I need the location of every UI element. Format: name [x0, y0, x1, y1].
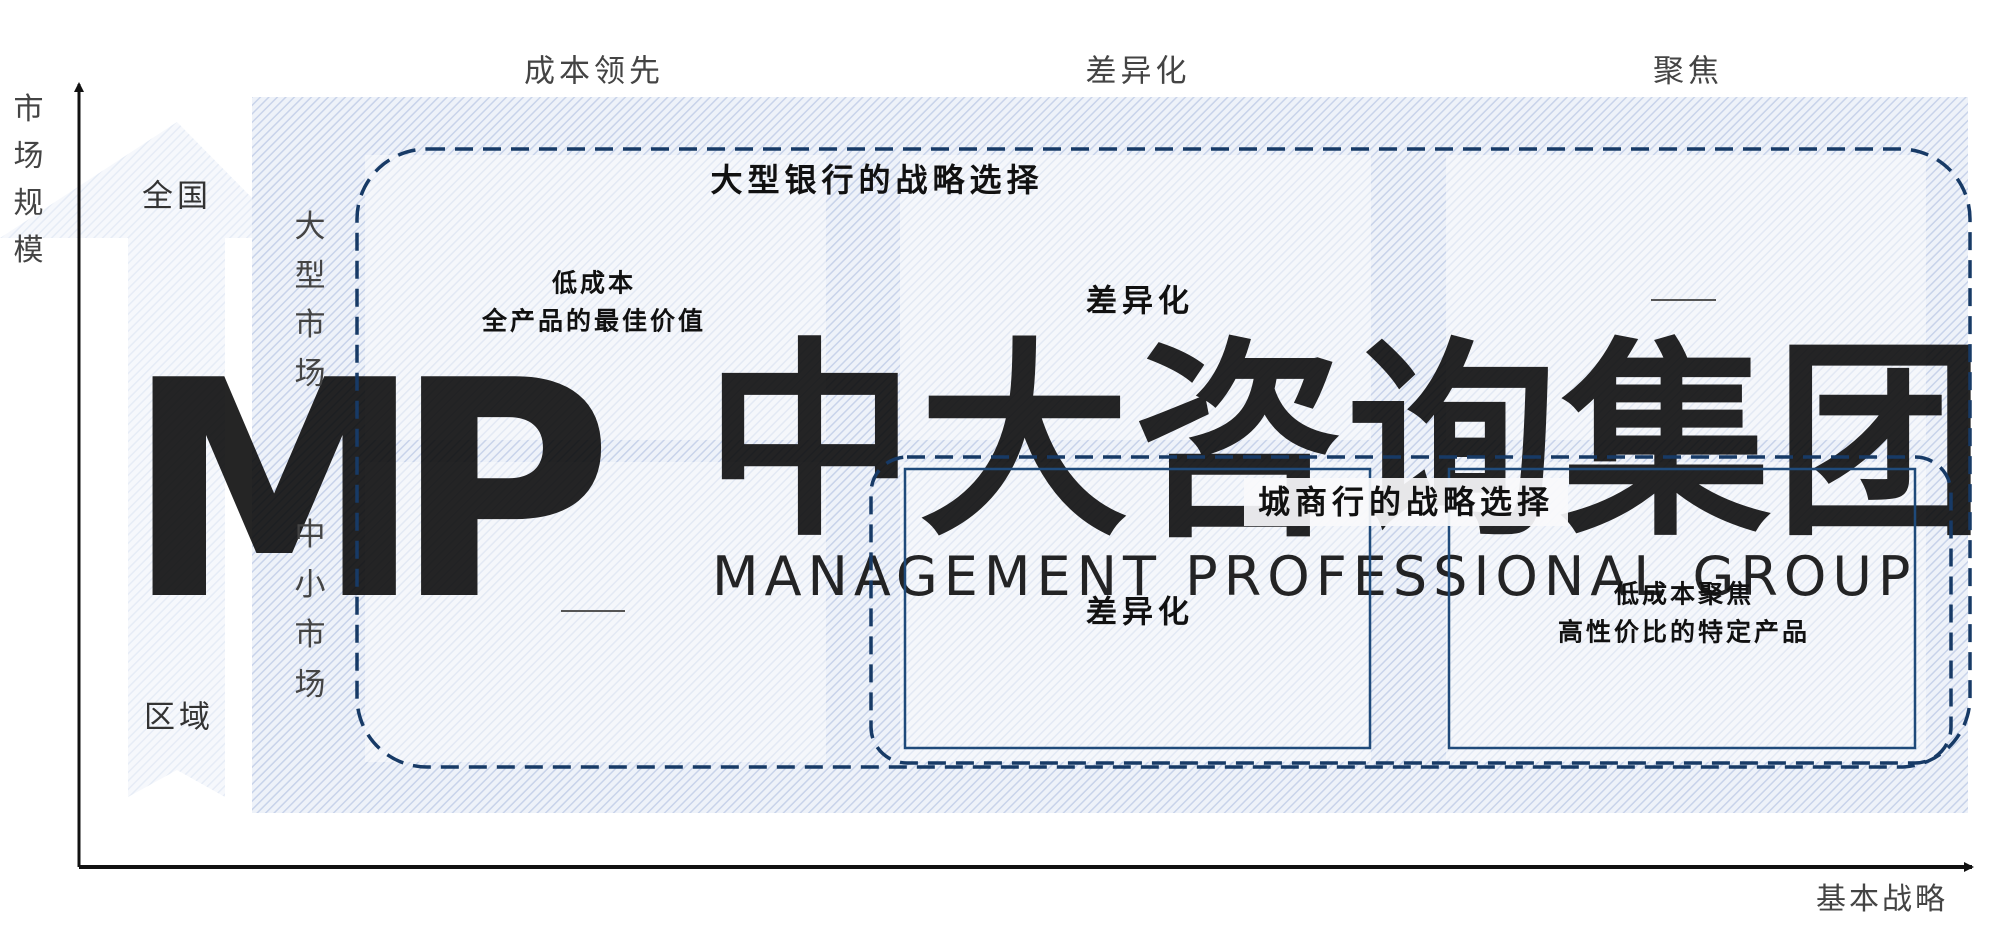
cell-small-focus-line1: 低成本聚焦	[1613, 579, 1755, 609]
row-label-large-market: 大 型 市 场	[292, 212, 328, 408]
cell-large-diff	[900, 155, 1371, 440]
scale-label-regional: 区域	[144, 699, 214, 736]
y-axis-label: 市 场 规 模	[12, 95, 48, 283]
city-bank-strategy-title: 城商行的战略选择	[1243, 478, 1569, 526]
market-scale-arrow-shape	[0, 122, 254, 797]
large-bank-strategy-boundary	[355, 147, 1972, 769]
row-label-char: 小	[294, 567, 326, 603]
cell-large-cost	[365, 155, 826, 440]
row-label-char: 市	[294, 617, 326, 653]
cell-small-cost	[365, 462, 826, 762]
cell-small-focus-line2: 高性价比的特定产品	[1557, 617, 1811, 646]
row-label-char: 场	[294, 667, 326, 703]
cell-large-focus-empty-dash	[1651, 299, 1716, 301]
scale-label-national: 全国	[142, 178, 212, 215]
y-axis-label-char: 市	[13, 92, 47, 127]
y-axis-label-char: 场	[13, 139, 47, 174]
watermark-logo: MP	[125, 317, 604, 666]
row-label-char: 型	[294, 258, 326, 294]
row-label-char: 场	[294, 356, 326, 392]
city-bank-diff-box	[903, 467, 1372, 750]
cell-small-focus-text: 低成本聚焦 高性价比的特定产品	[1558, 576, 1810, 651]
x-axis-label: 基本战略	[1816, 882, 1948, 917]
cell-small-diff-text: 差异化	[1086, 594, 1194, 631]
row-label-small-market: 中 小 市 场	[292, 520, 328, 720]
row-label-char: 市	[294, 307, 326, 343]
large-bank-strategy-title: 大型银行的战略选择	[710, 161, 1044, 199]
cell-large-cost-text: 低成本 全产品的最佳价值	[482, 265, 706, 340]
cell-large-diff-text: 差异化	[1086, 283, 1194, 320]
row-label-char: 大	[294, 209, 326, 245]
city-bank-strategy-boundary	[869, 455, 1953, 765]
cell-large-focus	[1446, 155, 1926, 440]
column-header-differentiation: 差异化	[1085, 53, 1191, 90]
y-axis-label-char: 规	[13, 186, 47, 221]
y-axis-label-char: 模	[13, 233, 47, 268]
watermark-name-en: MANAGEMENT PROFESSIONAL GROUP	[712, 545, 1916, 608]
watermark-name-cn: 中大咨询集团	[705, 320, 1989, 565]
row-label-char: 中	[294, 517, 326, 553]
column-header-cost-leadership: 成本领先	[524, 53, 664, 90]
cell-large-cost-line2: 全产品的最佳价值	[481, 306, 707, 335]
column-header-focus: 聚焦	[1653, 53, 1723, 90]
cell-large-cost-line1: 低成本	[551, 268, 637, 298]
matrix-cells	[365, 155, 1926, 762]
city-bank-focus-box	[1447, 467, 1917, 750]
cell-small-cost-empty-dash	[561, 610, 625, 612]
